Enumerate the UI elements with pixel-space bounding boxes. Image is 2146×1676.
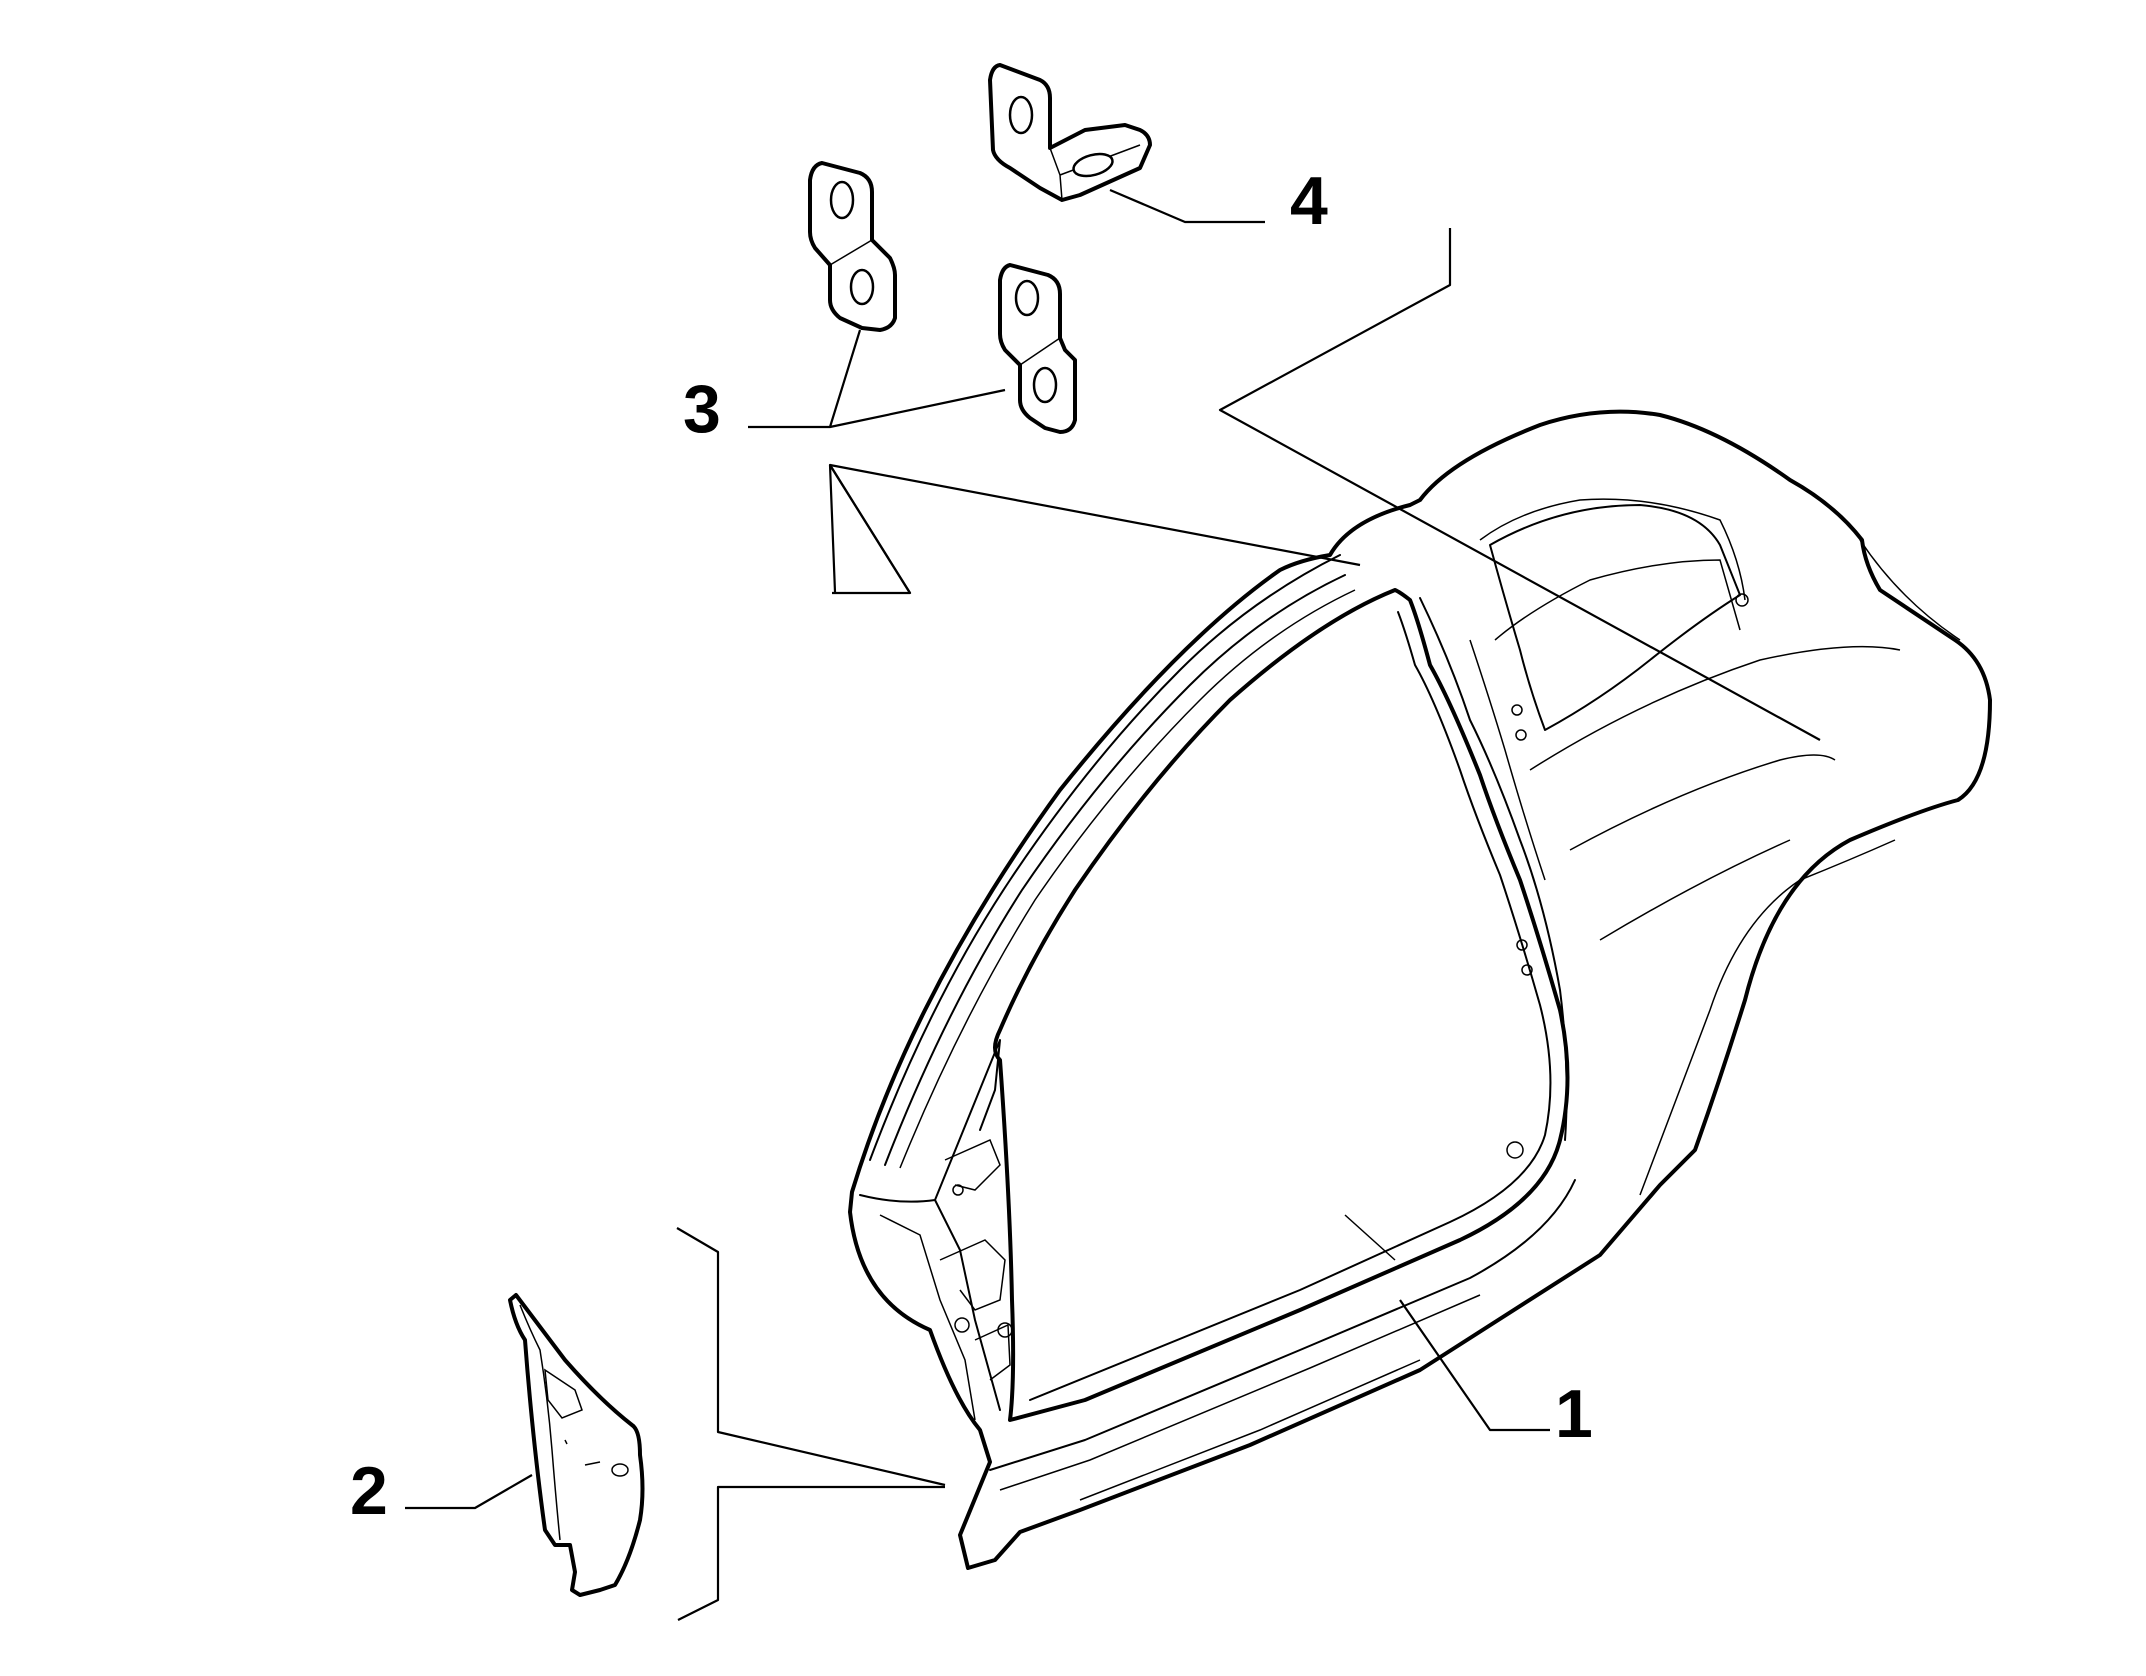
- guide-reinforcement-upper: [676, 1227, 946, 1487]
- sill-seam: [1344, 1214, 1396, 1261]
- hole-2: [1515, 729, 1527, 741]
- leader-4: [1109, 188, 1265, 224]
- rear-window-line-1: [1494, 559, 1741, 641]
- leader-lines: [405, 188, 1821, 1621]
- door-opening: [993, 588, 1570, 1422]
- leader-3: [748, 329, 1006, 429]
- a-pillar-detail-2: [939, 1239, 1006, 1311]
- hole-7: [954, 1317, 970, 1333]
- hole-6: [952, 1184, 964, 1196]
- rear-quarter-line-1: [1529, 645, 1901, 771]
- hole-5: [1506, 1141, 1524, 1159]
- bracket-right: [998, 263, 1077, 434]
- tail-line: [1859, 539, 1961, 641]
- sill-line-3: [1079, 1359, 1421, 1501]
- b-pillar-inner: [1469, 639, 1546, 881]
- reinforcement-inner-edge: [519, 1304, 561, 1541]
- guide-bracket-upper: [1218, 228, 1821, 741]
- bracket-left-hole-bottom: [849, 268, 875, 306]
- bracket-left-outline: [808, 161, 897, 332]
- a-pillar-detail-3: [944, 1138, 1001, 1191]
- reinforcement-hole: [611, 1463, 629, 1477]
- hole-3: [1516, 939, 1528, 951]
- reinforcement-mark: [564, 1439, 568, 1445]
- guide-bracket-lower-tail: [829, 464, 912, 595]
- leader-1: [1399, 1299, 1550, 1432]
- rear-window-opening: [1489, 504, 1741, 731]
- wheel-arch-line: [1639, 839, 1896, 1196]
- angle-bracket-hole-horizontal: [1072, 152, 1114, 178]
- bracket-left-hole-top: [829, 180, 855, 220]
- leader-2: [405, 1474, 533, 1510]
- roof-rail-line-3: [899, 589, 1356, 1169]
- hole-9: [1735, 593, 1749, 607]
- bracket-left-bend: [829, 239, 873, 266]
- callouts: 1 2 3 4: [350, 163, 1593, 1529]
- callout-2: 2: [350, 1453, 388, 1529]
- rear-quarter-line-2: [1569, 754, 1836, 851]
- roof-rail-line-outer: [869, 554, 1341, 1161]
- a-pillar-detail-1: [879, 1214, 976, 1421]
- hole-1: [1511, 704, 1523, 716]
- reinforcement-window: [544, 1368, 583, 1419]
- callout-3: 3: [683, 371, 721, 447]
- bracket-right-hole-top: [1014, 279, 1040, 317]
- rear-window-line-2: [1479, 498, 1746, 601]
- callout-1: 1: [1555, 1376, 1593, 1452]
- a-pillar-reinforcement: [508, 1293, 645, 1597]
- rear-quarter-line-3: [1599, 839, 1791, 941]
- sill-line-2: [999, 1294, 1481, 1491]
- angle-bracket-outline: [988, 63, 1152, 202]
- guide-reinforcement-lower: [677, 1485, 945, 1621]
- angle-bracket: [988, 63, 1152, 202]
- bracket-left: [808, 161, 897, 332]
- callout-4: 4: [1290, 163, 1328, 239]
- angle-bracket-hole-vertical: [1008, 95, 1034, 135]
- door-opening-inner-edge: [1029, 611, 1552, 1401]
- hole-4: [1521, 964, 1533, 976]
- a-pillar-frame: [859, 1039, 1001, 1411]
- hole-8: [997, 1322, 1013, 1338]
- body-side-panel: [848, 409, 1992, 1570]
- bracket-right-hole-bottom: [1032, 366, 1058, 404]
- reinforcement-outline: [508, 1293, 645, 1597]
- bracket-right-bend: [1019, 337, 1061, 366]
- b-pillar-edge: [1419, 597, 1568, 1141]
- roof-rail-line-inner: [884, 574, 1346, 1166]
- sill-line-1: [989, 1179, 1576, 1471]
- a-pillar-detail-4: [974, 1323, 1011, 1381]
- reinforcement-slot: [584, 1461, 601, 1466]
